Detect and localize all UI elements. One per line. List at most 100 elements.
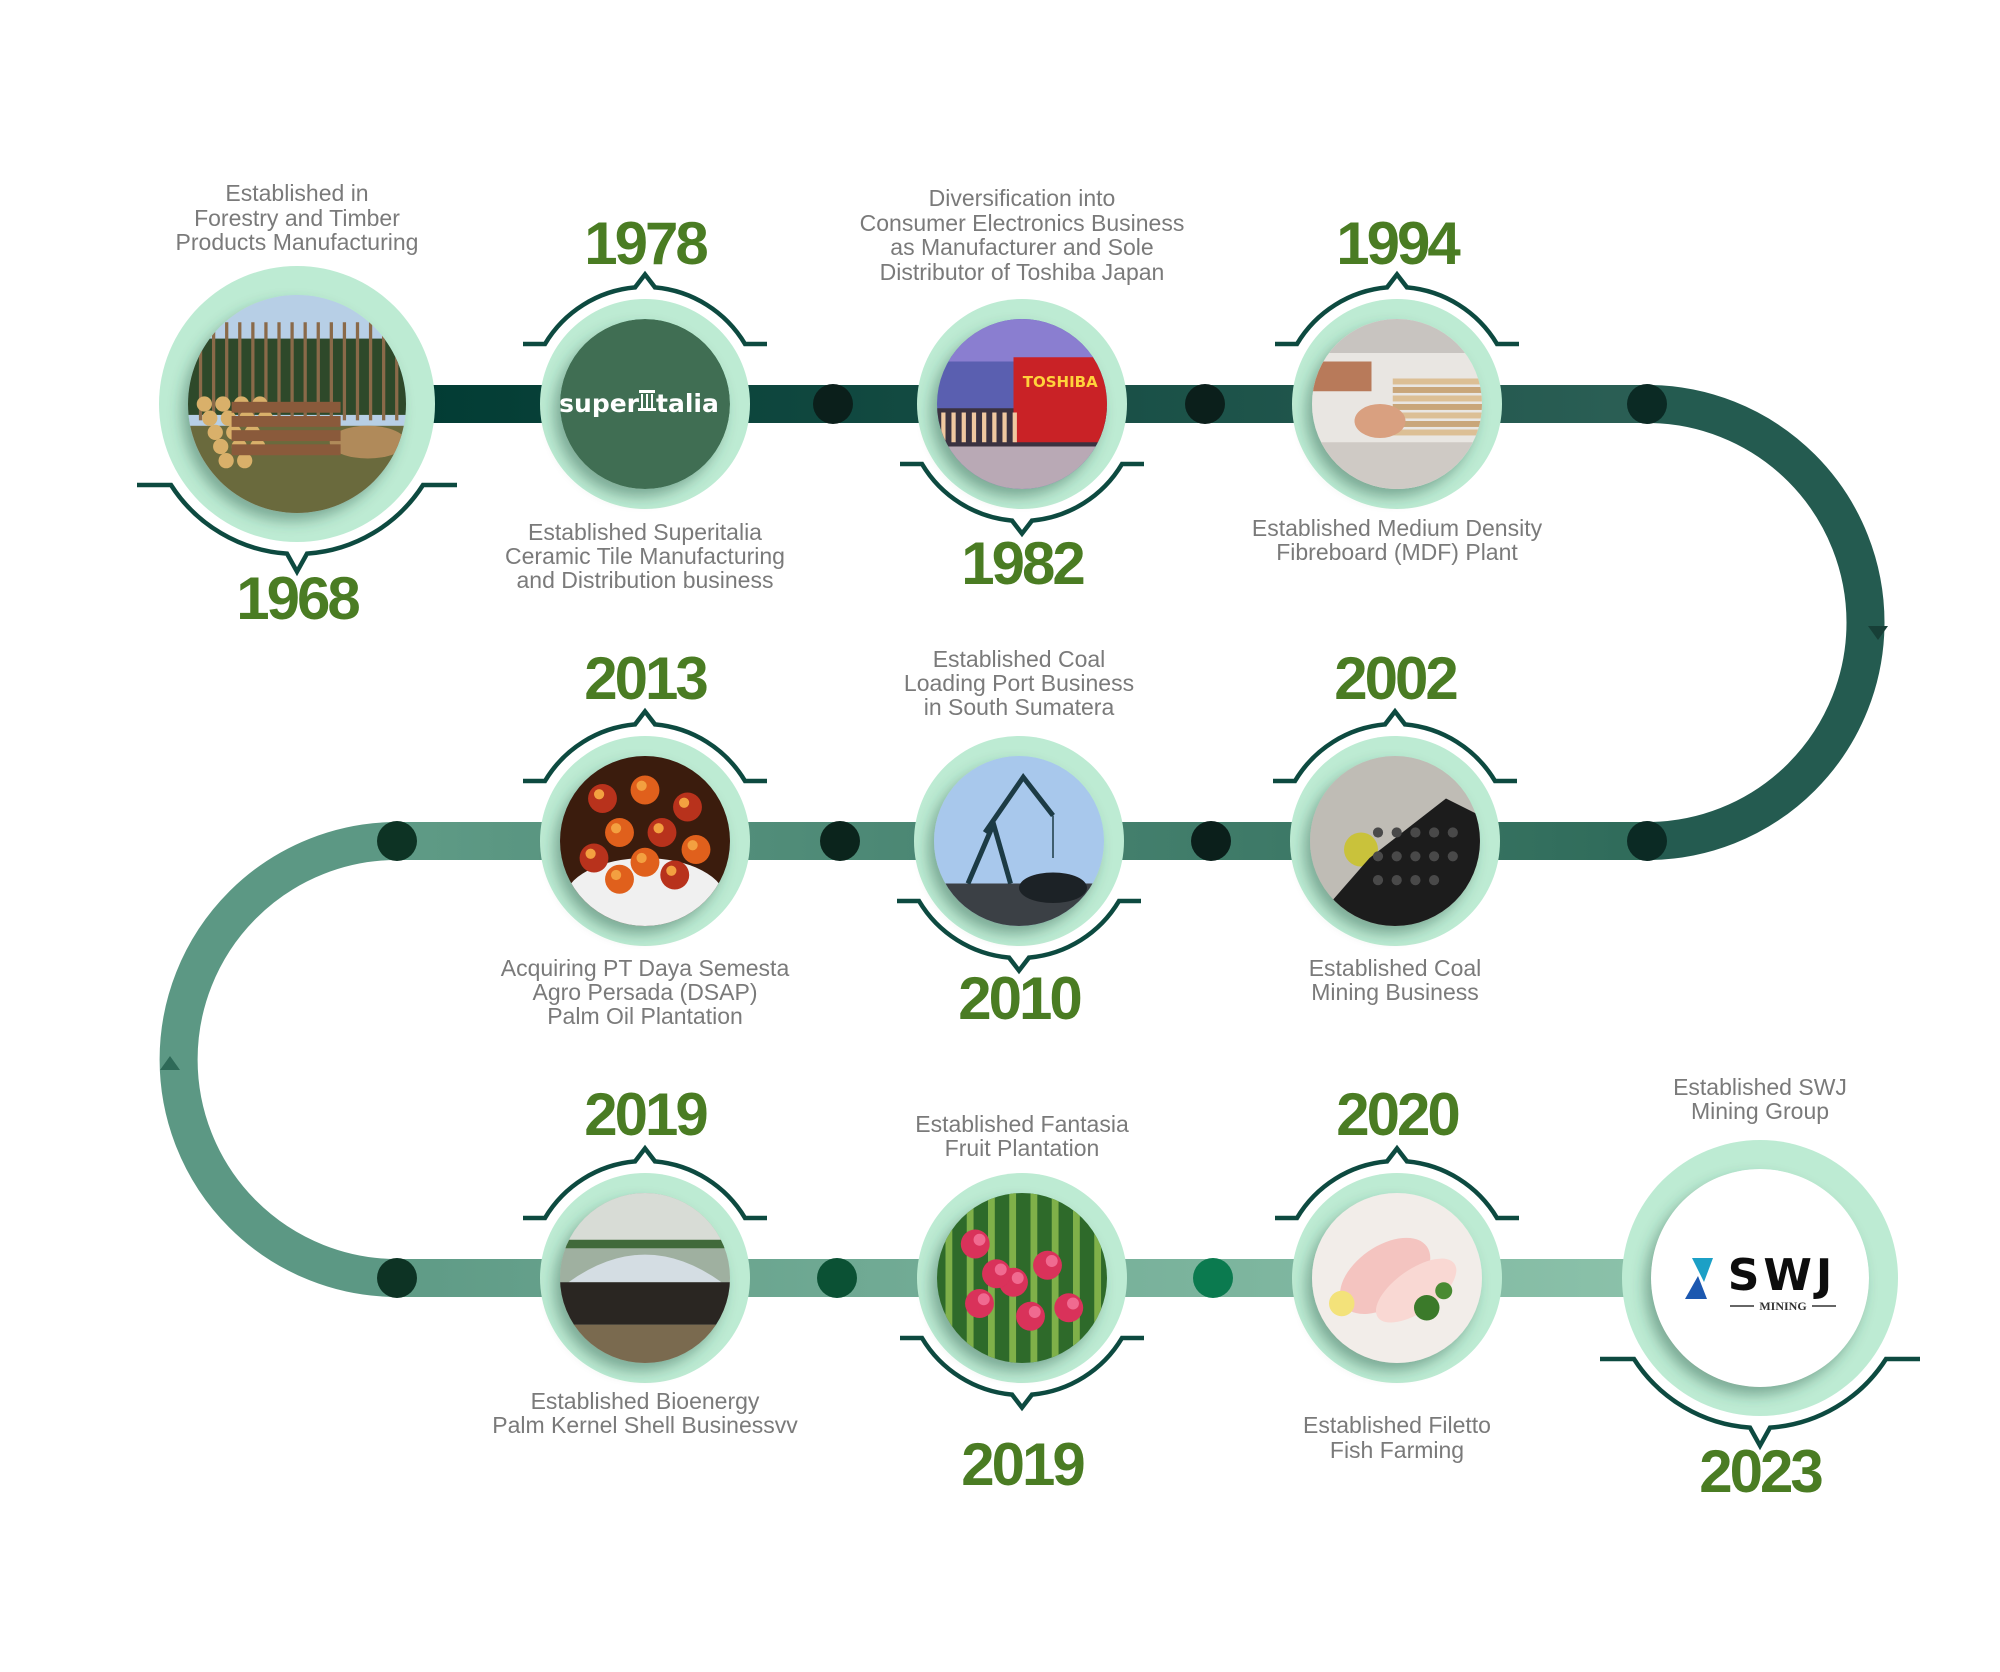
description-line: Forestry and Timber <box>194 205 400 231</box>
milestone-year: 2019 <box>584 1081 707 1148</box>
description-line: Consumer Electronics Business <box>860 210 1185 236</box>
year-bracket <box>523 1144 767 1221</box>
dragon-fruit-photo <box>937 1193 1107 1363</box>
description-line: Mining Business <box>1311 979 1478 1005</box>
toshiba-sign-text: TOSHIBA <box>1023 373 1098 391</box>
fish-fillet-photo <box>1312 1193 1482 1363</box>
year-bracket <box>897 898 1141 975</box>
timeline-dot <box>1627 821 1667 861</box>
timeline-dot <box>1191 821 1231 861</box>
timeline-dot <box>377 821 417 861</box>
description-line: Products Manufacturing <box>176 229 419 255</box>
description-line: Established Medium Density <box>1252 515 1543 541</box>
description-line: Fruit Plantation <box>945 1135 1100 1161</box>
milestone-year: 1978 <box>584 210 707 277</box>
description-line: Established Bioenergy <box>531 1388 760 1414</box>
barge-photo <box>560 1193 730 1363</box>
milestone-year: 2023 <box>1699 1438 1822 1505</box>
description-line: Fish Farming <box>1330 1437 1464 1463</box>
description-line: Established Coal <box>933 646 1106 672</box>
mdf-boards-photo <box>1312 319 1482 489</box>
temple-icon <box>638 390 656 411</box>
year-bracket <box>900 461 1144 538</box>
track-curve-right <box>1646 385 1885 860</box>
description-line: Established SWJ <box>1673 1074 1847 1100</box>
milestone-year: 1982 <box>961 530 1083 597</box>
superitalia-logo-text: talia <box>656 389 719 418</box>
coal-pile-photo <box>1310 756 1480 926</box>
arrow-up-icon <box>160 1056 180 1070</box>
description-line: Established in <box>225 180 368 206</box>
year-bracket <box>137 482 457 577</box>
swj-logo-subtext: MINING <box>1759 1299 1806 1313</box>
description-line: Fibreboard (MDF) Plant <box>1276 539 1518 565</box>
milestone-year: 2020 <box>1336 1081 1458 1148</box>
description-line: in South Sumatera <box>924 694 1115 720</box>
description-line: and Distribution business <box>517 567 774 593</box>
description-line: Established Fantasia <box>915 1111 1129 1137</box>
milestone-year: 2002 <box>1334 645 1456 712</box>
year-bracket <box>523 707 767 784</box>
description-line: Established Coal <box>1309 955 1482 981</box>
timeline-dot <box>377 1258 417 1298</box>
year-bracket <box>900 1335 1144 1412</box>
milestone-year: 1994 <box>1336 210 1461 277</box>
toshiba-building-photo: TOSHIBA <box>937 319 1107 489</box>
description-line: Ceramic Tile Manufacturing <box>505 543 785 569</box>
swj-logo-text: SWJ <box>1728 1250 1837 1301</box>
description-line: Loading Port Business <box>904 670 1134 696</box>
description-line: as Manufacturer and Sole <box>890 234 1153 260</box>
track-curve-left <box>159 822 398 1297</box>
description-line: Palm Oil Plantation <box>547 1003 743 1029</box>
milestone-year: 2013 <box>584 645 707 712</box>
timeline-dot <box>1185 384 1225 424</box>
timeline-dot <box>1193 1258 1233 1298</box>
year-bracket <box>523 270 767 347</box>
description-line: Established Superitalia <box>528 519 762 545</box>
timeline-dot <box>820 821 860 861</box>
description-line: Diversification into <box>929 185 1116 211</box>
description-line: Mining Group <box>1691 1098 1829 1124</box>
description-line: Acquiring PT Daya Semesta <box>501 955 790 981</box>
superitalia-logo-text: super <box>559 389 640 418</box>
description-line: Distributor of Toshiba Japan <box>880 259 1165 285</box>
timeline-dot <box>1627 384 1667 424</box>
swj-triangle-icon <box>1685 1258 1713 1299</box>
description-line: Palm Kernel Shell Businessvv <box>492 1412 798 1438</box>
forest-logs-photo <box>188 295 406 513</box>
year-bracket <box>1275 1144 1519 1221</box>
arrow-down-icon <box>1868 626 1888 640</box>
milestone-year: 2019 <box>961 1431 1084 1498</box>
timeline-dot <box>813 384 853 424</box>
year-bracket <box>1275 270 1519 347</box>
port-crane-photo <box>934 756 1104 926</box>
description-line: Established Filetto <box>1303 1412 1491 1438</box>
milestone-year: 2010 <box>958 965 1080 1032</box>
timeline-dot <box>817 1258 857 1298</box>
superitalia-logo: super talia <box>559 319 730 489</box>
description-line: Agro Persada (DSAP) <box>533 979 758 1005</box>
year-bracket <box>1600 1356 1920 1451</box>
